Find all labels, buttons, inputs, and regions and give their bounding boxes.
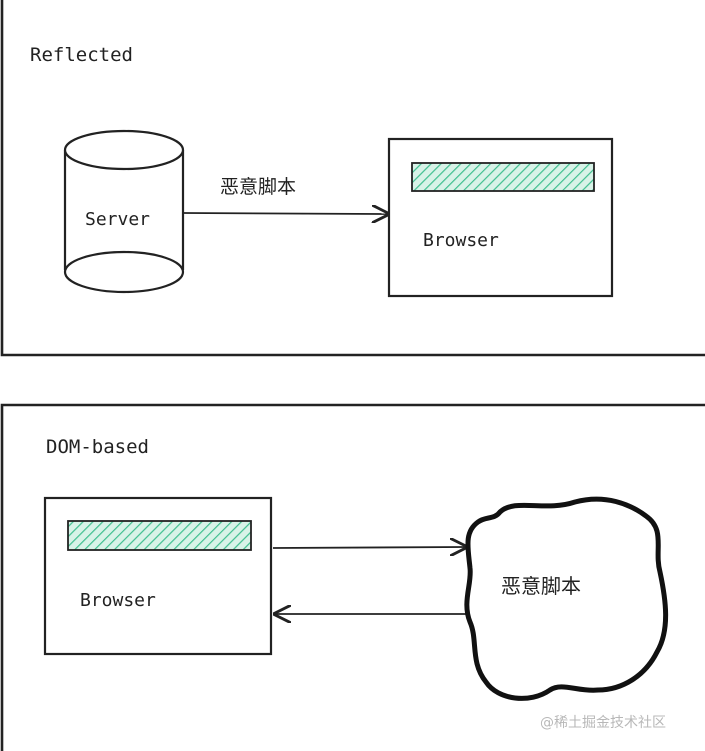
dom-based-panel: DOM-based Browser 恶意脚本 <box>0 403 705 751</box>
reflected-panel-frame <box>0 0 705 357</box>
reflected-panel: Reflected Server 恶意脚本 Browser <box>0 0 705 357</box>
dom-address-bar <box>67 520 252 551</box>
reflected-browser-label: Browser <box>423 230 499 251</box>
dom-based-title: DOM-based <box>46 436 149 458</box>
malicious-script-cloud <box>464 496 669 701</box>
dom-arrow-to-script <box>272 547 466 548</box>
reflected-arrow-label: 恶意脚本 <box>220 176 296 198</box>
reflected-arrow <box>183 213 388 214</box>
cloud-label: 恶意脚本 <box>501 574 581 598</box>
reflected-address-bar <box>411 162 595 192</box>
dom-based-panel-frame <box>0 403 705 751</box>
server-label: Server <box>85 209 150 230</box>
dom-browser-label: Browser <box>80 590 156 611</box>
reflected-title: Reflected <box>30 44 133 66</box>
watermark-text: @稀土掘金技术社区 <box>540 715 666 731</box>
server-database-icon <box>63 129 185 294</box>
